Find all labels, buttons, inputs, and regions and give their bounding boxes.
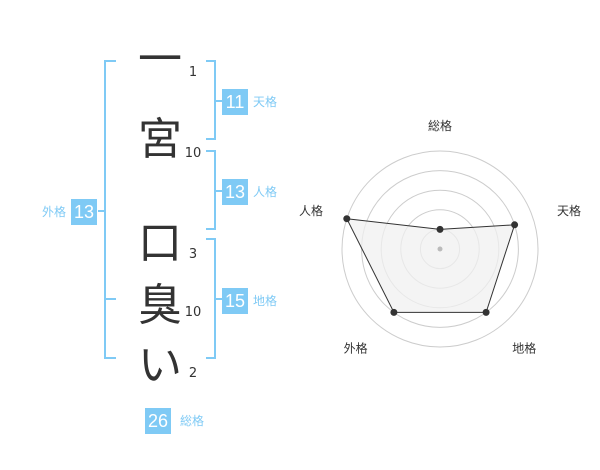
name-char-2: 宮	[138, 114, 182, 165]
soukaku-label: 総格	[180, 414, 205, 428]
soukaku-value-badge: 26	[145, 408, 171, 434]
radar-grid-ring-5	[341, 150, 539, 348]
chikaku-label: 地格	[253, 294, 278, 308]
stroke-count-2: 10	[184, 146, 202, 161]
jinkaku-bracket	[206, 150, 216, 230]
radar-axis-label-1: 総格	[428, 118, 452, 133]
chikaku-value-badge: 15	[222, 288, 248, 314]
name-char-1: 一	[138, 34, 182, 85]
tenkaku-connector	[216, 100, 222, 102]
radar-point-3	[482, 308, 490, 316]
radar-axis-label-5: 人格	[299, 203, 323, 218]
radar-point-1	[436, 225, 444, 233]
gaikaku-label: 外格	[41, 205, 66, 219]
radar-axis-label-4: 外格	[344, 341, 368, 356]
tenkaku-value-badge: 11	[222, 89, 248, 115]
gaikaku-split-tick	[104, 298, 116, 300]
stroke-count-5: 2	[188, 366, 198, 381]
radar-center-dot	[437, 246, 443, 252]
radar-point-5	[343, 215, 351, 223]
chikaku-bracket	[206, 238, 216, 359]
gaikaku-value-badge: 13	[71, 199, 97, 225]
chikaku-connector	[216, 298, 222, 300]
name-char-3: 口	[138, 218, 182, 269]
jinkaku-label: 人格	[253, 185, 278, 199]
stroke-count-1: 1	[188, 65, 198, 80]
stroke-count-4: 10	[184, 305, 202, 320]
radar-point-2	[511, 221, 519, 229]
radar-series-polygon	[345, 218, 516, 313]
tenkaku-bracket	[206, 60, 216, 140]
radar-axis-label-2: 天格	[557, 203, 581, 218]
tenkaku-label: 天格	[253, 95, 278, 109]
gaikaku-connector	[98, 210, 104, 212]
stroke-count-3: 3	[188, 247, 198, 262]
gaikaku-bracket	[104, 60, 116, 359]
jinkaku-value-badge: 13	[222, 179, 248, 205]
radar-axis-label-3: 地格	[512, 341, 536, 356]
name-char-4: 臭	[138, 280, 182, 331]
radar-point-4	[390, 308, 398, 316]
jinkaku-connector	[216, 190, 222, 192]
name-char-5: い	[138, 340, 182, 391]
